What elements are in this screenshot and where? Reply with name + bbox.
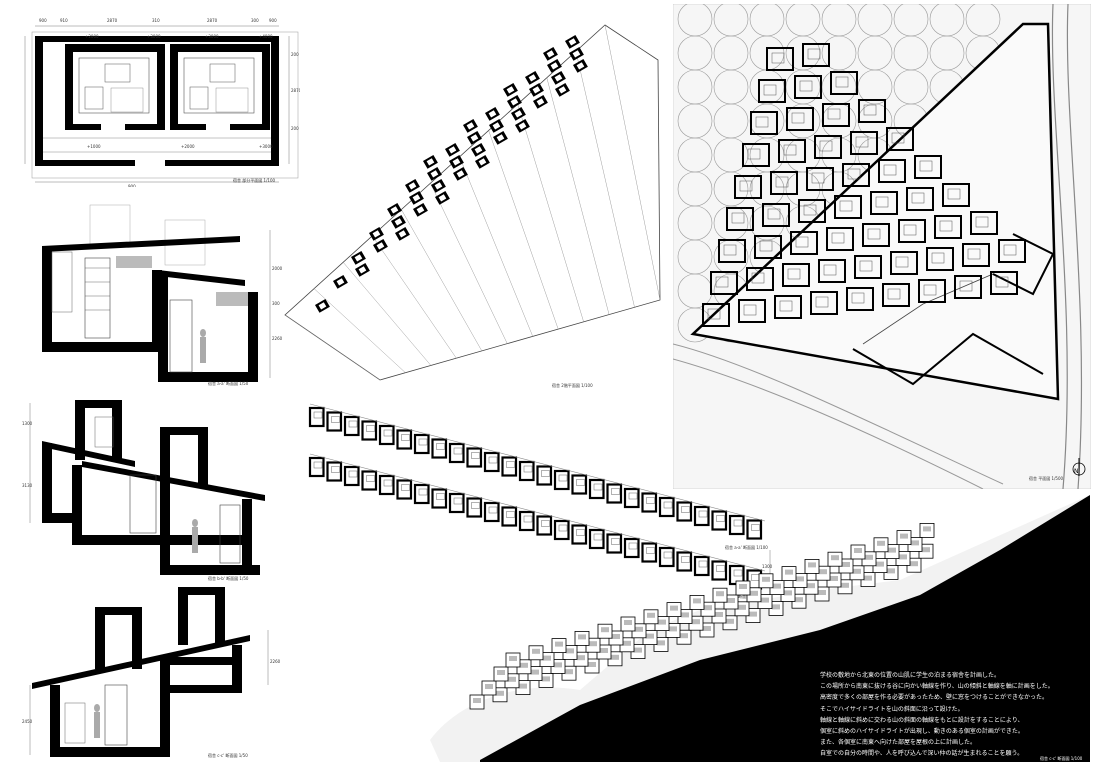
dim-top-4: 2870	[207, 18, 218, 23]
section-a: 2000 300 2260 宿舎 a-a' 断面図 1/50	[20, 200, 290, 390]
level-bottom-0: +1000	[87, 144, 101, 149]
section-a-drawing: 2000 300 2260	[42, 204, 283, 382]
section-b: 1300 3130 宿舎 b-b' 断面図 1/50	[20, 395, 290, 585]
dim-sec-c-1: 2450	[22, 719, 33, 724]
dim-sec-a-0: 2000	[272, 266, 283, 271]
second-floor-plan: 宿舎 2階平面図 1/100	[280, 15, 670, 395]
unit-floor-plan-drawing: 900 910 2870 310 2870 300 900 +2000 +300…	[24, 18, 302, 189]
dim-sec-b-0: 1300	[22, 421, 33, 426]
caption-perspective: 宿舎 c-c' 断面図 1/100	[1040, 756, 1083, 761]
north-arrow-icon: N	[1072, 458, 1086, 476]
long-sections: 1300 2000 宿舎 a-a' 断面図 1/100 宿舎 b-b' 断面図 …	[300, 400, 780, 600]
unit-floor-plan: 900 910 2870 310 2870 300 900 +2000 +300…	[15, 12, 302, 189]
concept-line: この場所から南東に抜ける谷に向かい軸線を作り、山の傾斜と軸線を軸に計画をした。	[820, 683, 1054, 691]
long-sections-drawing: 1300 2000	[308, 403, 773, 592]
concept-line: そこでハイサイドライトを山の斜面に沿って設けた。	[820, 705, 964, 713]
dim-sec-b-1: 3130	[22, 483, 33, 488]
concept-line: 自室での自分の時間や、人を呼び込んで深い仲の話が生まれることを願う。	[820, 750, 1024, 758]
dim-sec-a-1: 300	[272, 301, 280, 306]
dim-long-0: 1300	[762, 564, 773, 569]
concept-line: 高密度で多くの部屋を作る必要があったため、壁に窓をつけることができなかった。	[820, 694, 1049, 702]
level-top-0: +2000	[85, 34, 99, 39]
dim-right-1: 2870	[291, 88, 300, 93]
dim-top-6: 900	[269, 18, 277, 23]
caption-plan-roof: 宿舎 2階平面図 1/100	[552, 383, 593, 388]
dim-sec-c-0: 2260	[270, 659, 281, 664]
dim-right-0: 200	[291, 52, 299, 57]
section-c-drawing: 2260 2450	[22, 587, 281, 757]
site-plan-drawing	[672, 1, 1092, 490]
caption-section-c: 宿舎 c-c' 断面図 1/50	[208, 753, 248, 758]
concept-text: 学校の敷地から北東の位置の山肌に学生の泊まる宿舎を計画した。 この場所から南東に…	[820, 670, 1082, 760]
caption-plan-unit: 宿舎 部分平面図 1/100	[233, 178, 276, 183]
concept-line: 軸線と軸線に斜めに交わる山の斜面の軸線をもとに設計をすることにより、	[820, 716, 1024, 724]
second-floor-plan-drawing	[284, 24, 661, 381]
level-top-1: +3000	[147, 34, 161, 39]
concept-line: 個室に斜めのハイサイドライトが出現し、動きのある個室の計画ができた。	[820, 728, 1024, 736]
caption-site-plan: 宿舎 平面図 1/500	[1029, 476, 1064, 481]
section-c: 2260 2450 宿舎 c-c' 断面図 1/50	[20, 585, 290, 765]
dim-sec-a-2: 2260	[272, 336, 283, 341]
caption-section-long-b: 宿舎 b-b' 断面図 1/100	[720, 594, 763, 599]
level-top-2: +3000	[205, 34, 219, 39]
dim-right-2: 200	[291, 126, 299, 131]
caption-section-b: 宿舎 b-b' 断面図 1/50	[208, 576, 249, 581]
hillside-perspective: 宿舎 c-c' 断面図 1/100	[400, 490, 1090, 770]
dim-top-1: 910	[60, 18, 68, 23]
concept-line: 学校の敷地から北東の位置の山肌に学生の泊まる宿舎を計画した。	[820, 672, 1001, 679]
north-arrow: N	[1072, 456, 1086, 478]
level-top-3: +4000	[259, 34, 273, 39]
caption-section-long-a: 宿舎 a-a' 断面図 1/100	[725, 545, 768, 550]
concept-line: また、各個室に南東へ向けた部屋を屋根の上に計画した。	[820, 739, 977, 747]
dim-top-5: 300	[251, 18, 259, 23]
caption-section-a: 宿舎 a-a' 断面図 1/50	[208, 381, 249, 386]
level-bottom-1: +2000	[181, 144, 195, 149]
dim-top-3: 310	[152, 18, 160, 23]
hillside-perspective-drawing	[430, 495, 1090, 762]
north-label: N	[1074, 468, 1079, 475]
dim-top-2: 2870	[107, 18, 118, 23]
dim-top-0: 900	[39, 18, 47, 23]
site-plan: 宿舎 平面図 1/500	[672, 1, 1092, 490]
dim-bottom-0: 900	[128, 184, 136, 187]
section-b-drawing: 1300 3130	[22, 400, 265, 575]
level-bottom-2: +3000	[259, 144, 273, 149]
